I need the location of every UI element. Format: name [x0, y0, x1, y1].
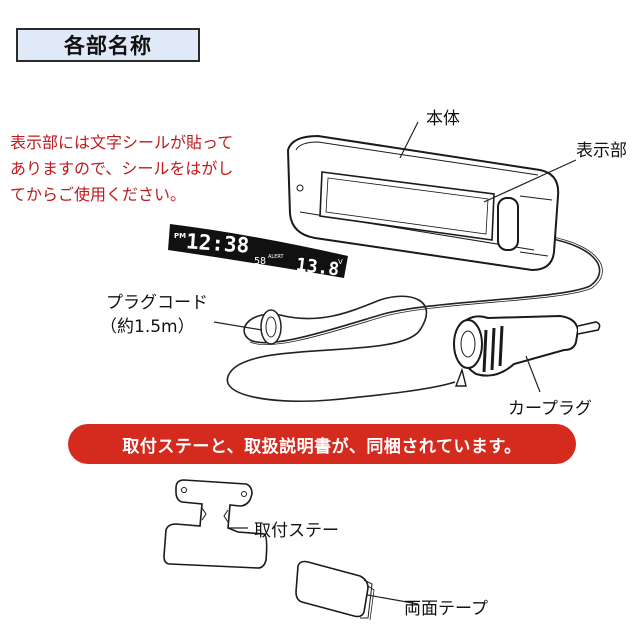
cord-binder — [260, 309, 282, 345]
display-window — [319, 171, 495, 241]
section-title: 各部名称 — [16, 28, 200, 62]
plug-cord — [226, 237, 601, 403]
included-items-banner: 取付ステーと、取扱説明書が、同梱されています。 — [68, 424, 576, 464]
sticker-ampm: PM — [174, 232, 186, 240]
side-button — [497, 197, 519, 251]
main-unit — [286, 134, 560, 272]
label-plug-cord: プラグコード — [106, 293, 208, 313]
label-car-plug: カープラグ — [508, 399, 592, 419]
sticker-note: 表示部には文字シールが貼って ありますので、シールをはがし てからご使用ください… — [10, 133, 234, 204]
display-sticker: PM 12:38 58 ALERT 13.8 V — [168, 224, 348, 280]
sticker-unit: V — [338, 258, 343, 266]
label-double-sided-tape: 両面テープ — [404, 599, 488, 619]
label-body: 本体 — [426, 109, 460, 129]
sensor-dot — [296, 184, 304, 192]
sticker-alert: ALERT — [268, 254, 284, 260]
label-cord-length: （約1.5m） — [100, 317, 195, 337]
mount-stay — [163, 479, 268, 569]
sticker-voltage: 13.8 — [295, 254, 341, 280]
label-mount-stay: 取付ステー — [254, 521, 339, 541]
car-plug — [453, 314, 601, 387]
label-display: 表示部 — [576, 141, 627, 161]
sticker-seconds: 58 — [254, 256, 266, 267]
sticker-time: 12:38 — [185, 229, 250, 257]
tape-piece — [295, 560, 375, 621]
